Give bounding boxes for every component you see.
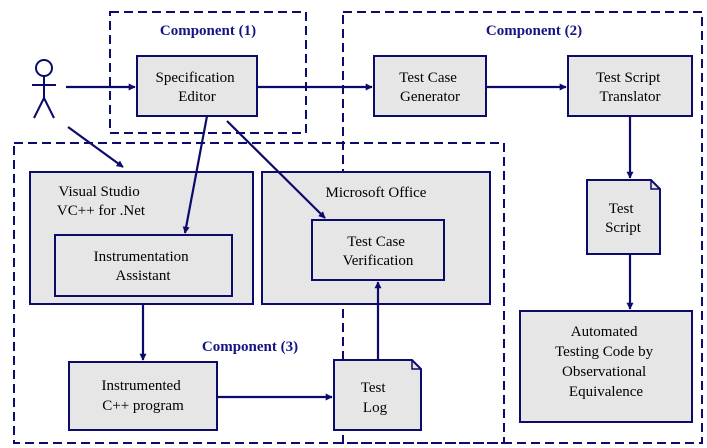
user-actor-icon xyxy=(32,59,56,119)
arrow-spec-editor-to-instrumentation xyxy=(182,115,209,234)
test-case-verification-box xyxy=(311,219,445,281)
microsoft-office-label: Microsoft Office xyxy=(326,185,427,201)
automated-code-box xyxy=(519,310,693,423)
instrumented-program-box xyxy=(68,361,218,431)
test-case-generator-box xyxy=(373,55,487,117)
test-script-label: Test Script xyxy=(605,201,642,236)
automated-code-label: Automated Testing Code by Observational … xyxy=(555,324,657,400)
instrumentation-assistant-label: Instrumentation Assistant xyxy=(94,249,193,284)
test-script-document xyxy=(586,179,661,255)
test-case-generator-label: Test Case Generator xyxy=(399,70,460,105)
test-log-label: Test Log xyxy=(361,380,390,416)
instrumentation-assistant-box xyxy=(54,234,233,297)
component-1-title: Component (1) xyxy=(160,23,256,39)
test-log-document xyxy=(333,359,422,431)
component-2-title: Component (2) xyxy=(486,23,582,39)
test-case-verification-label: Test Case Verification xyxy=(343,234,414,269)
component-3-frame xyxy=(13,142,505,444)
test-script-translator-box xyxy=(567,55,693,117)
visual-studio-label: Visual Studio VC++ for .Net xyxy=(57,184,146,219)
component-3-title: Component (3) xyxy=(202,339,298,355)
arrow-user-to-visual-studio xyxy=(67,126,124,168)
test-script-translator-label: Test Script Translator xyxy=(596,70,664,105)
arrow-spec-editor-to-verification xyxy=(226,120,326,219)
spec-editor-label: Specification Editor xyxy=(156,70,239,105)
component-1-frame xyxy=(109,11,307,134)
instrumented-program-label: Instrumented C++ program xyxy=(102,378,185,414)
spec-editor-box xyxy=(136,55,258,117)
